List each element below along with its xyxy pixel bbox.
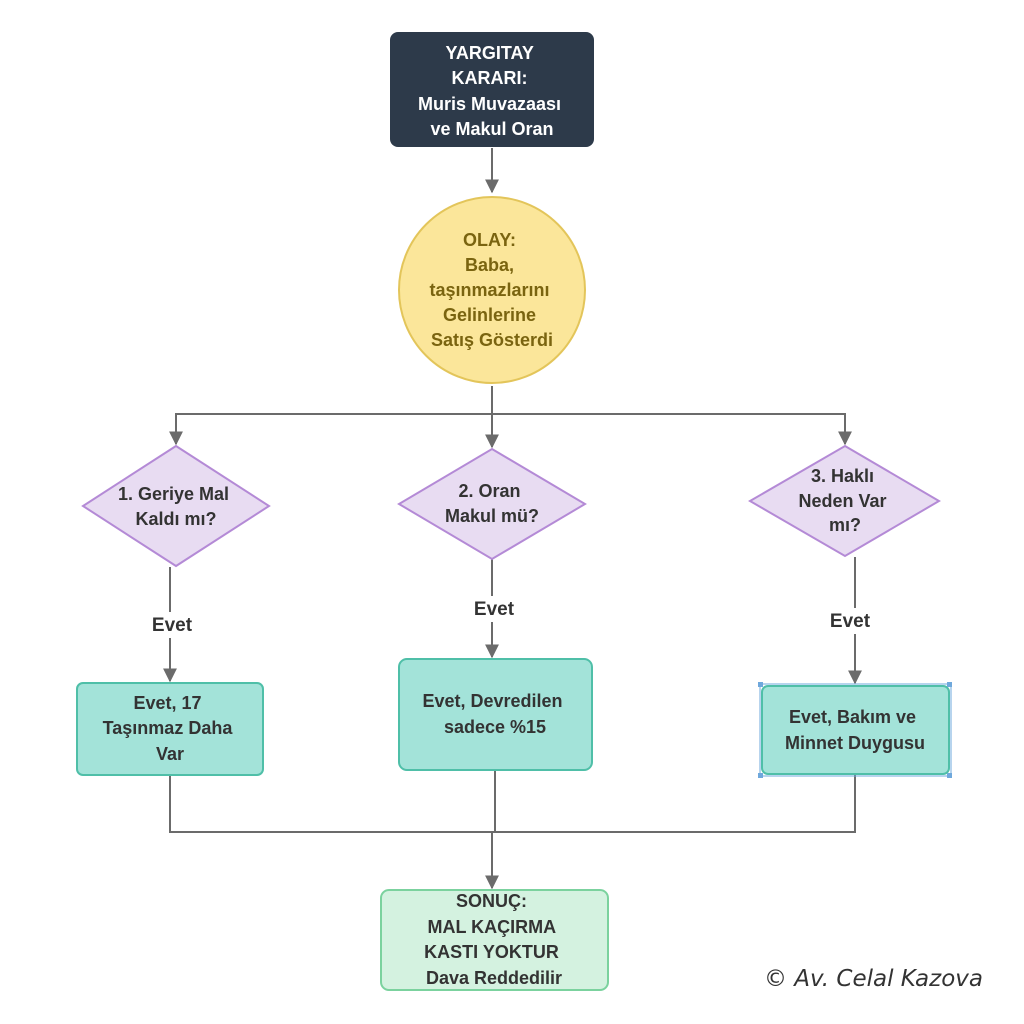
edge-label-bg-3 bbox=[824, 608, 876, 634]
title-node: YARGITAY KARARI: Muris Muvazaası ve Maku… bbox=[390, 32, 594, 147]
answer-3-text: Evet, Bakım ve Minnet Duygusu bbox=[785, 707, 925, 753]
answer-1-text: Evet, 17 Taşınmaz Daha Var bbox=[103, 693, 238, 764]
selection-handle-top-right[interactable] bbox=[947, 682, 952, 687]
result-node-text: SONUÇ: MAL KAÇIRMA KASTI YOKTUR Dava Red… bbox=[424, 891, 564, 988]
selection-outline bbox=[759, 683, 952, 777]
answer-node-3[interactable]: Evet, Bakım ve Minnet Duygusu bbox=[758, 682, 952, 778]
answer-node-2: Evet, Devredilen sadece %15 bbox=[398, 658, 593, 771]
edges: Evet Evet Evet bbox=[146, 148, 876, 890]
edge-label-evet-2: Evet bbox=[474, 599, 515, 620]
edge-event-branch bbox=[175, 386, 493, 443]
selection-handle-bottom-left[interactable] bbox=[758, 773, 763, 778]
question-3-text: 3. Haklı Neden Var mı? bbox=[798, 466, 891, 535]
copyright-notice: © Av. Celal Kazova bbox=[764, 966, 984, 992]
edge-label-bg-2 bbox=[468, 596, 518, 622]
selection-handle-top-left[interactable] bbox=[758, 682, 763, 687]
selection-handle-bottom-right[interactable] bbox=[947, 773, 952, 778]
answer-2-text: Evet, Devredilen sadece %15 bbox=[422, 691, 567, 737]
edge-event-to-q3 bbox=[492, 413, 852, 446]
question-node-3: 3. Haklı Neden Var mı? bbox=[748, 444, 941, 558]
question-node-2: 2. Oran Makul mü? bbox=[397, 447, 587, 561]
edge-label-bg-1 bbox=[146, 612, 196, 638]
question-node-1: 1. Geriye Mal Kaldı mı? bbox=[81, 444, 271, 568]
result-node: SONUÇ: MAL KAÇIRMA KASTI YOKTUR Dava Red… bbox=[380, 889, 609, 991]
question-1-text: 1. Geriye Mal Kaldı mı? bbox=[118, 484, 234, 529]
question-2-text: 2. Oran Makul mü? bbox=[445, 481, 539, 526]
event-node: OLAY: Baba, taşınmazlarını Gelinlerine S… bbox=[398, 196, 586, 384]
title-node-text: YARGITAY KARARI: Muris Muvazaası ve Maku… bbox=[418, 43, 566, 139]
event-node-text: OLAY: Baba, taşınmazlarını Gelinlerine S… bbox=[429, 230, 554, 350]
edge-answers-merge bbox=[169, 775, 856, 833]
edge-label-evet-1: Evet bbox=[152, 615, 193, 636]
edge-label-evet-3: Evet bbox=[830, 611, 871, 632]
answer-node-1: Evet, 17 Taşınmaz Daha Var bbox=[76, 682, 264, 776]
